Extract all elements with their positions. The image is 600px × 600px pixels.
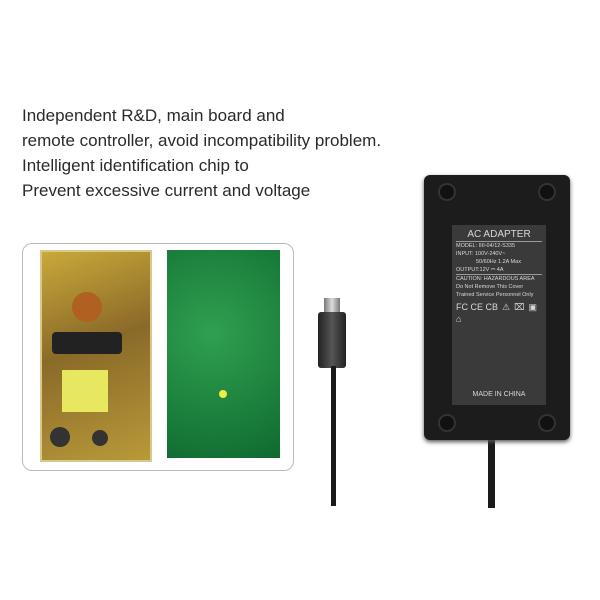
solder-point <box>219 390 227 398</box>
product-caption: Independent R&D, main board and remote c… <box>22 103 381 203</box>
label-output: OUTPUT:12V ⎓ 4A <box>456 266 542 275</box>
caption-line: remote controller, avoid incompatibility… <box>22 131 382 150</box>
label-caution: CAUTION: HAZARDOUS AREA <box>456 276 535 282</box>
warning-icon: ⚠ <box>502 302 511 312</box>
inductor-coil <box>72 292 102 322</box>
screw-icon <box>538 414 556 432</box>
capacitor <box>92 430 108 446</box>
screw-icon <box>538 183 556 201</box>
cert-marks: FC CE CB <box>456 302 499 312</box>
caption-line: Independent R&D, main board and <box>22 106 285 125</box>
label-freq: 50/60Hz 1.2A Max <box>476 259 521 265</box>
caption-line: Intelligent identification chip to <box>22 156 249 175</box>
label-model: MODEL: IIII-04/12-S335 <box>456 243 515 249</box>
label-title: AC ADAPTER <box>456 229 542 242</box>
caption-line: Prevent excessive current and voltage <box>22 181 311 200</box>
label-made-in: MADE IN CHINA <box>472 391 526 398</box>
cable <box>488 438 495 508</box>
label-warning: Trained Service Personnel Only <box>456 292 534 298</box>
dc-plug-tip <box>324 298 340 314</box>
dc-plug <box>318 312 346 368</box>
label-input: INPUT: 100V-240V~ <box>456 251 506 257</box>
double-insulation-icon: ▣ <box>528 302 537 312</box>
indoor-use-icon: ⌂ <box>456 314 462 324</box>
capacitor-bank <box>52 332 122 354</box>
transformer <box>62 370 108 412</box>
screw-icon <box>438 183 456 201</box>
screw-icon <box>438 414 456 432</box>
label-warning: Do Not Remove This Cover <box>456 284 524 290</box>
recycle-bin-icon: ⌧ <box>514 302 525 312</box>
pcb-board-image <box>167 250 280 458</box>
adapter-label: AC ADAPTER MODEL: IIII-04/12-S335 INPUT:… <box>452 225 546 405</box>
capacitor <box>50 427 70 447</box>
main-board-image <box>40 250 152 462</box>
cable <box>331 366 336 506</box>
certification-icons: FC CE CB⚠⌧▣ ⌂ <box>456 302 542 324</box>
